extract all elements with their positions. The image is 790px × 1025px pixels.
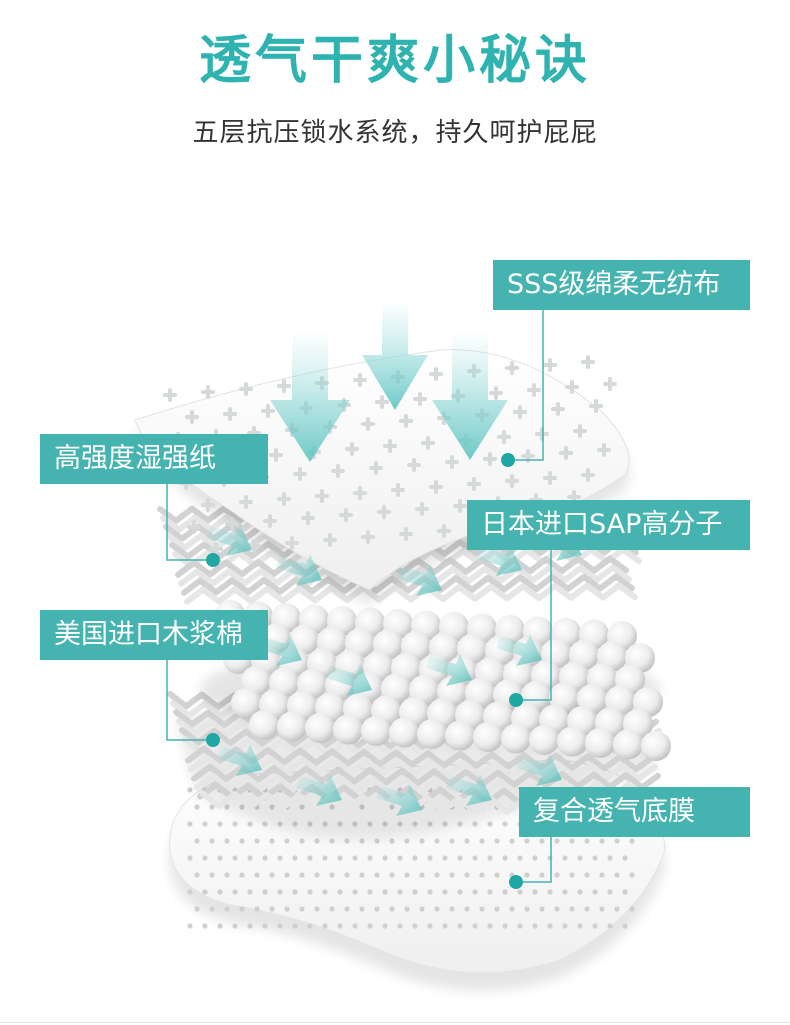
- label-nonwoven: SSS级绵柔无纺布: [493, 260, 750, 310]
- cross-dot: [163, 388, 177, 402]
- label-wood-pulp: 美国进口木浆棉: [40, 610, 268, 660]
- label-sap: 日本进口SAP高分子: [467, 500, 750, 550]
- label-breathable-film: 复合透气底膜: [519, 787, 750, 837]
- cross-dot: [543, 358, 557, 372]
- label-wet-paper: 高强度湿强纸: [40, 434, 268, 484]
- sap-layer: [200, 600, 671, 761]
- divider: [0, 1022, 790, 1023]
- cross-dot: [581, 355, 595, 369]
- cross-dot: [603, 377, 617, 391]
